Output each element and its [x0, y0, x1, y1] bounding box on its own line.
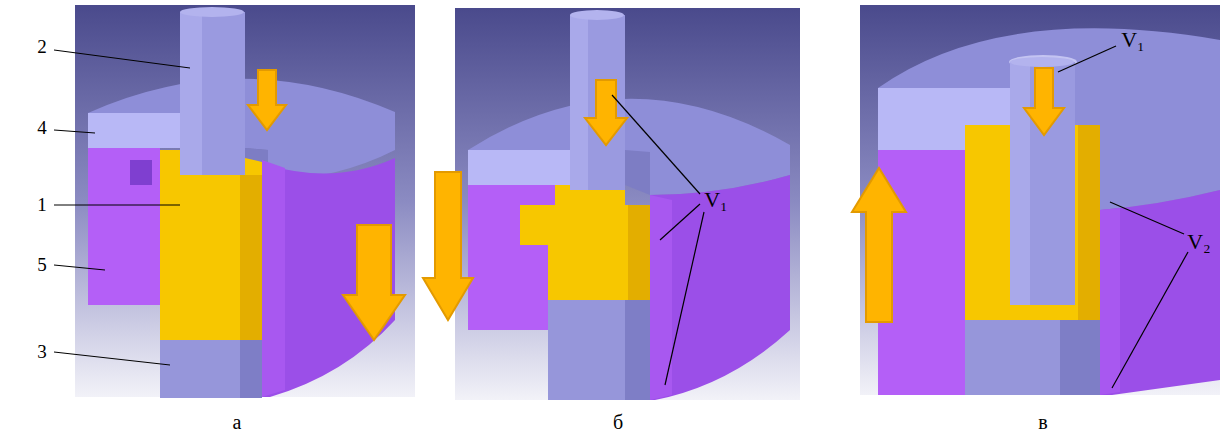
leader-line: [1110, 202, 1184, 234]
billet-side: [1078, 125, 1100, 320]
motion-arrow: [343, 225, 405, 340]
top-punch-end: [1010, 57, 1074, 67]
top-punch: [180, 12, 245, 175]
leader-line: [54, 205, 180, 206]
callout-number: 2: [37, 37, 47, 58]
top-punch-highlight: [570, 15, 588, 190]
panel-background: [75, 5, 415, 397]
callout-number: 3: [37, 342, 47, 363]
velocity-label: V₂: [1187, 230, 1211, 254]
leader-line: [1058, 46, 1116, 72]
leader-line: [54, 352, 170, 365]
callout-number: 5: [37, 255, 47, 276]
billet: [160, 150, 262, 340]
plate-top-face: [468, 99, 790, 195]
motion-arrow: [248, 70, 286, 130]
container-cut-face: [88, 148, 160, 305]
subfigure-caption: б: [613, 411, 623, 433]
plate-cut-face: [625, 150, 650, 195]
top-punch-end: [570, 10, 624, 20]
leader-line: [665, 212, 704, 385]
leader-line: [612, 95, 700, 194]
motion-arrow: [585, 80, 627, 145]
billet-side: [240, 175, 262, 340]
top-punch: [1010, 62, 1075, 305]
container-cut-face: [262, 160, 285, 397]
motion-arrow: [1024, 68, 1064, 135]
callout-number: 4: [37, 118, 47, 139]
container-recess: [130, 160, 152, 185]
top-punch-highlight: [180, 12, 202, 175]
top-punch-highlight: [1010, 62, 1030, 305]
leader-line: [54, 130, 95, 133]
motion-arrow: [852, 168, 906, 322]
billet-side: [628, 205, 650, 300]
panel-background: [455, 8, 800, 400]
bottom-punch-side: [1060, 320, 1100, 395]
leader-line: [660, 204, 700, 240]
bottom-punch: [965, 320, 1060, 395]
leader-line: [54, 50, 190, 68]
motion-arrow: [423, 172, 473, 320]
plate-cut-face: [88, 113, 180, 148]
billet: [520, 185, 650, 300]
bottom-punch-side: [625, 300, 650, 400]
callout-number: 1: [37, 195, 47, 216]
bottom-punch: [160, 340, 240, 398]
subfigure-caption: а: [233, 411, 242, 433]
subfigure-caption: в: [1038, 411, 1047, 433]
leader-line: [1112, 252, 1188, 388]
container-outer: [1100, 190, 1220, 395]
velocity-label: V₁: [704, 188, 728, 212]
bottom-punch-side: [240, 340, 262, 398]
panel-background: [860, 5, 1220, 395]
leader-line: [54, 265, 105, 270]
bottom-punch: [548, 300, 625, 400]
top-punch-end: [180, 7, 244, 17]
velocity-label: V₁: [1121, 28, 1145, 52]
container-cut-face: [1100, 208, 1120, 395]
container-outer: [650, 175, 790, 400]
